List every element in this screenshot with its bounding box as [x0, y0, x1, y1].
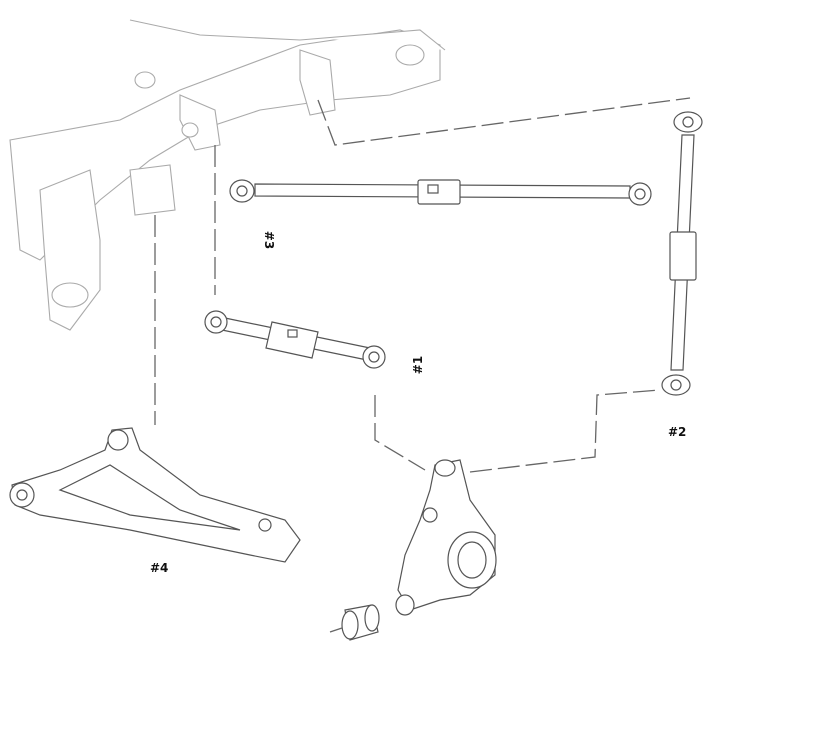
rod-3: [229, 179, 652, 206]
label-part-3: #3: [262, 230, 277, 250]
assembly-guide-lines: [154, 97, 691, 473]
label-part-1: #1: [411, 355, 426, 375]
bushing: [329, 604, 380, 641]
rear-subframe: [9, 19, 446, 331]
label-part-4: #4: [150, 561, 169, 575]
control-arm-4: [9, 427, 301, 563]
rod-1: [204, 310, 386, 369]
rod-2: [661, 111, 703, 396]
label-part-2: #2: [668, 425, 687, 439]
hub-knuckle: [395, 459, 497, 616]
